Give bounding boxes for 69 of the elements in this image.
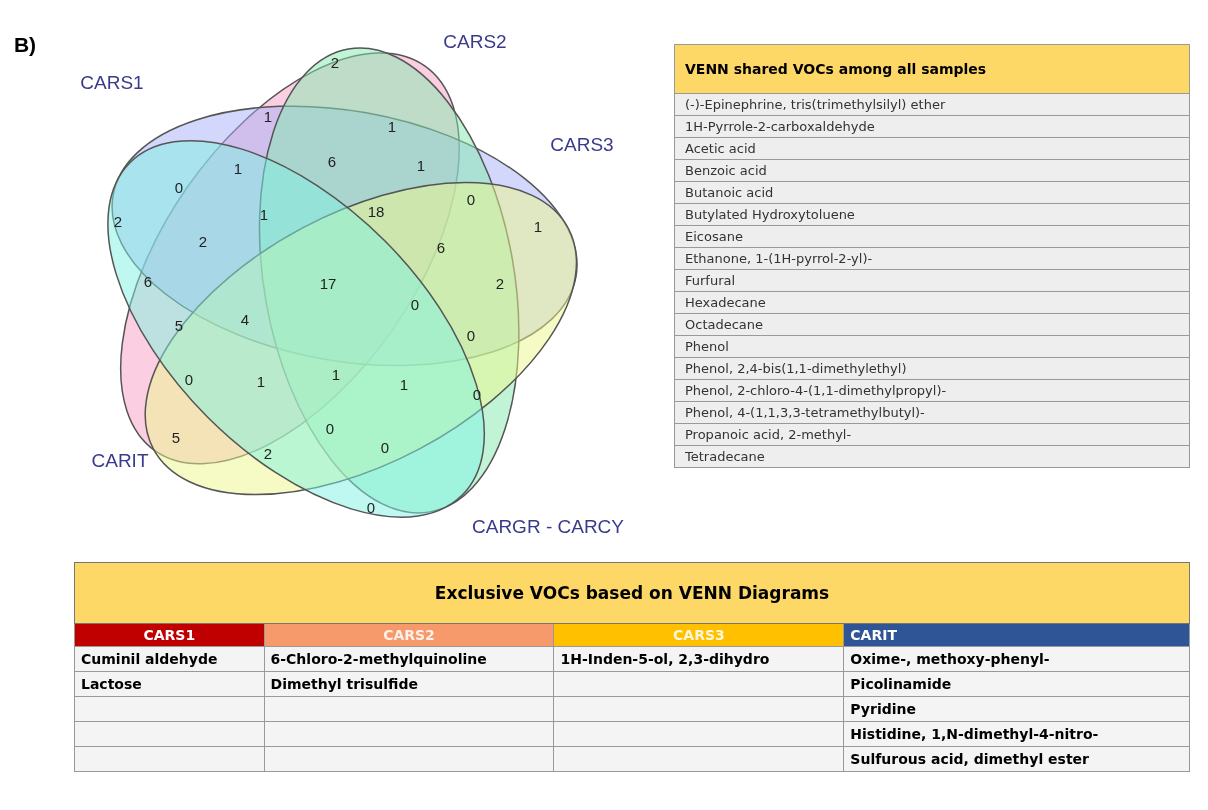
count-label: 0: [184, 370, 194, 388]
count-label: 1: [256, 372, 266, 390]
column-header: CARS3: [553, 623, 844, 647]
count-label: 0: [410, 295, 420, 313]
table-cell: Lactose: [74, 671, 265, 697]
table-cell: Phenol: [674, 335, 1190, 358]
table-cell: Octadecane: [674, 313, 1190, 336]
table-cell: 6-Chloro-2-methylquinoline: [264, 646, 554, 672]
count-label: 2: [263, 444, 273, 462]
count-label: 6: [143, 272, 153, 290]
set-label: CARS3: [550, 134, 614, 156]
count-label: 6: [327, 152, 337, 170]
table-cell: Cuminil aldehyde: [74, 646, 265, 672]
count-label: 1: [533, 217, 543, 235]
table-cell: Tetradecane: [674, 445, 1190, 468]
count-label: 1: [399, 375, 409, 393]
count-label: 4: [240, 310, 250, 328]
count-label: 1: [331, 365, 341, 383]
table-cell: 1H-Inden-5-ol, 2,3-dihydro: [553, 646, 844, 672]
table-cell: Ethanone, 1-(1H-pyrrol-2-yl)-: [674, 247, 1190, 270]
table-cell: Furfural: [674, 269, 1190, 292]
table-cell: Butanoic acid: [674, 181, 1190, 204]
table-cell: Phenol, 2,4-bis(1,1-dimethylethyl): [674, 357, 1190, 380]
count-label: 17: [319, 274, 337, 292]
column-header: CARS2: [264, 623, 554, 647]
count-label: 1: [259, 205, 269, 223]
table-cell: Propanoic acid, 2-methyl-: [674, 423, 1190, 446]
count-label: 18: [367, 202, 385, 220]
table-cell: Pyridine: [843, 696, 1190, 722]
table-cell: (-)-Epinephrine, tris(trimethylsilyl) ether: [674, 93, 1190, 116]
count-label: 0: [174, 178, 184, 196]
count-label: 0: [466, 326, 476, 344]
count-label: 1: [263, 107, 273, 125]
count-label: 5: [171, 428, 181, 446]
count-label: 0: [366, 498, 376, 516]
column-header: CARS1: [74, 623, 265, 647]
count-label: 0: [466, 190, 476, 208]
count-label: 1: [387, 117, 397, 135]
set-label: CARS2: [443, 31, 507, 53]
count-label: 5: [174, 316, 184, 334]
count-label: 6: [436, 238, 446, 256]
table-title: Exclusive VOCs based on VENN Diagrams: [74, 562, 1190, 624]
table-cell: Acetic acid: [674, 137, 1190, 160]
count-label: 2: [198, 232, 208, 250]
column-header: CARIT: [843, 623, 1190, 647]
table-cell: 1H-Pyrrole-2-carboxaldehyde: [674, 115, 1190, 138]
table-cell: Phenol, 2-chloro-4-(1,1-dimethylpropyl)-: [674, 379, 1190, 402]
panel-label: B): [13, 33, 37, 57]
table-cell: Butylated Hydroxytoluene: [674, 203, 1190, 226]
count-label: 2: [330, 53, 340, 71]
table-cell: Sulfurous acid, dimethyl ester: [843, 746, 1190, 772]
count-label: 2: [495, 274, 505, 292]
table-header: VENN shared VOCs among all samples: [674, 44, 1190, 94]
count-label: 0: [325, 419, 335, 437]
set-label: CARIT: [91, 450, 149, 472]
set-label: CARS1: [80, 72, 144, 94]
set-label: CARGR - CARCY: [472, 516, 624, 538]
table-cell: Phenol, 4-(1,1,3,3-tetramethylbutyl)-: [674, 401, 1190, 424]
table-cell: Benzoic acid: [674, 159, 1190, 182]
table-cell: Oxime-, methoxy-phenyl-: [843, 646, 1190, 672]
table-cell: Dimethyl trisulfide: [264, 671, 554, 697]
table-cell: Hexadecane: [674, 291, 1190, 314]
table-cell: Picolinamide: [843, 671, 1190, 697]
table-cell: Histidine, 1,N-dimethyl-4-nitro-: [843, 721, 1190, 747]
count-label: 2: [113, 212, 123, 230]
count-label: 1: [416, 156, 426, 174]
table-cell: Eicosane: [674, 225, 1190, 248]
count-label: 1: [233, 159, 243, 177]
count-label: 0: [380, 438, 390, 456]
